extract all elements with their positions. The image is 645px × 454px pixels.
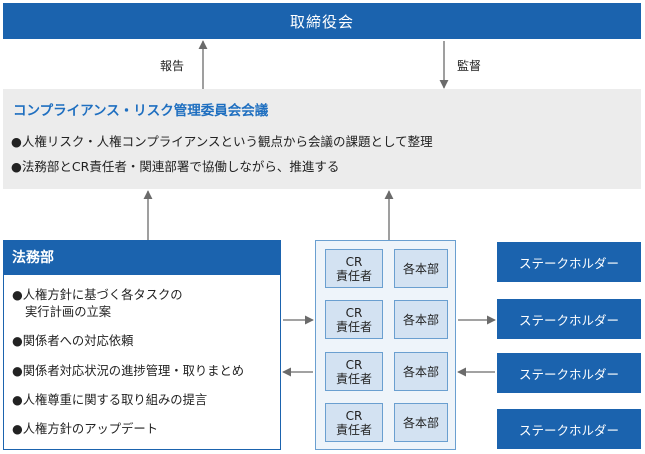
- legal-department-tasks: ●人権方針に基づく各タスクの 実行計画の立案 ●関係者への対応依頼 ●関係者対応…: [3, 274, 281, 450]
- compliance-risk-committee-box: コンプライアンス・リスク管理委員会会議 ●人権リスク・人権コンプライアンスという…: [3, 89, 641, 189]
- officer-label: 責任者: [335, 319, 372, 334]
- officer-label: 責任者: [335, 268, 372, 283]
- report-label: 報告: [160, 59, 185, 73]
- legal-task-line: 実行計画の立案: [25, 305, 112, 319]
- cr-label: CR: [345, 305, 363, 320]
- department-cell: 各本部: [394, 403, 448, 442]
- officer-label: 責任者: [335, 371, 372, 386]
- board-label: 取締役会: [289, 12, 354, 31]
- cr-label: CR: [345, 408, 363, 423]
- legal-task-item: ●関係者対応状況の進捗管理・取りまとめ: [12, 364, 245, 378]
- legal-task-item: ●人権尊重に関する取り組みの提言: [12, 393, 208, 407]
- stakeholder-box: ステークホルダー: [497, 353, 641, 393]
- legal-department-title: 法務部: [12, 250, 54, 266]
- cr-label: CR: [345, 357, 363, 372]
- cr-label: CR: [345, 254, 363, 269]
- committee-item: ●法務部とCR責任者・関連部署で協働しながら、推進する: [11, 159, 340, 174]
- board-of-directors-box: 取締役会: [3, 3, 641, 39]
- committee-item: ●人権リスク・人権コンプライアンスという観点から会議の課題として整理: [11, 134, 433, 149]
- stakeholder-box: ステークホルダー: [497, 242, 641, 282]
- department-cell: 各本部: [394, 249, 448, 288]
- stakeholder-box: ステークホルダー: [497, 409, 641, 449]
- legal-task-line: ●人権方針に基づく各タスクの: [12, 288, 183, 302]
- legal-department-header: 法務部: [3, 240, 281, 274]
- officer-label: 責任者: [335, 422, 372, 437]
- legal-task-item: ●人権方針に基づく各タスクの 実行計画の立案: [12, 287, 183, 321]
- legal-task-item: ●人権方針のアップデート: [12, 422, 158, 436]
- department-cell: 各本部: [394, 352, 448, 391]
- stakeholder-box: ステークホルダー: [497, 299, 641, 339]
- committee-title: コンプライアンス・リスク管理委員会会議: [13, 103, 269, 119]
- department-cell: 各本部: [394, 300, 448, 339]
- legal-task-item: ●関係者への対応依頼: [12, 334, 134, 348]
- supervise-label: 監督: [457, 59, 482, 73]
